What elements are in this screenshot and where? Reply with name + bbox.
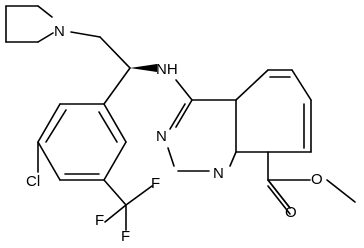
amine-quinazoline-bond [175,79,193,101]
azetidine-nitrogen-label: N [54,23,65,40]
azetidine-ring [5,5,54,43]
fluorine-label-right: F [151,175,160,192]
methyl-ester-group [267,151,356,215]
amine-nh-label: NH [156,61,178,78]
fluorine-label-bottom: F [121,228,130,245]
carbonyl-oxygen-label: O [285,204,297,221]
quinazoline-n1-label: N [213,165,224,182]
stereo-wedge-bond [130,64,157,72]
stereocenter-aryl-bond [103,67,131,105]
quinazoline-n3-label: N [156,128,167,145]
quinazoline-benzo-ring [235,69,312,153]
chloro-trifluoromethyl-phenyl-ring [37,103,127,181]
chlorine-label: Cl [26,173,40,190]
trifluoromethyl-group [103,179,153,231]
fluorine-label-left: F [95,212,104,229]
ethyl-linker [70,31,131,69]
methoxy-oxygen-label: O [311,171,323,188]
quinazoline-pyrimidine-ring [167,99,237,172]
